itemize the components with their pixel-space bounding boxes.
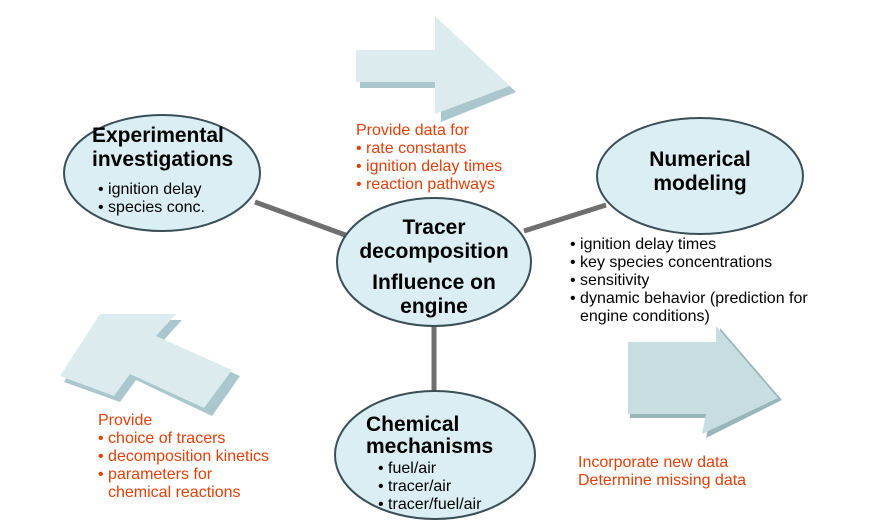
right-note-line: Determine missing data [578,472,747,489]
right-note-line: Incorporate new data [578,454,729,471]
numerical-title: Numerical modeling [632,148,768,196]
list-item: sensitivity [570,272,808,290]
right-note: Incorporate new data Determine missing d… [578,454,746,490]
experimental-title-text: Experimental investigations [92,124,234,171]
chemical-title: Chemical mechanisms [366,414,526,458]
arrow-down-right-icon [628,326,782,438]
list-item: decomposition kinetics [98,448,269,466]
center-title-text: Tracer decomposition [359,216,509,263]
connector-numerical [523,202,607,234]
center-title: Tracer decomposition [337,216,531,264]
ellipse-center [336,197,532,327]
list-item: species conc. [98,199,205,217]
list-item: tracer/fuel/air [378,496,481,514]
top-note: Provide data for rate constants ignition… [356,122,502,194]
left-note: Provide choice of tracers decomposition … [98,412,269,502]
left-note-heading: Provide [98,412,153,429]
arrow-up-left-icon [60,314,240,416]
connector-experimental [254,199,349,239]
left-note-continuation: chemical reactions [108,484,241,501]
list-item: rate constants [356,140,502,158]
chemical-list: fuel/air tracer/air tracer/fuel/air [378,460,481,514]
list-item: dynamic behavior (prediction for [570,290,808,308]
top-note-heading: Provide data for [356,122,469,139]
list-item: reaction pathways [356,176,502,194]
list-item: parameters for [98,466,269,484]
left-note-list: choice of tracers decomposition kinetics… [98,430,269,484]
list-item: fuel/air [378,460,481,478]
top-note-list: rate constants ignition delay times reac… [356,140,502,194]
list-item: ignition delay times [356,158,502,176]
chemical-title-text: Chemical mechanisms [366,413,494,458]
experimental-list: ignition delay species conc. [98,181,205,217]
list-item: tracer/air [378,478,481,496]
list-item: key species concentrations [570,254,808,272]
experimental-title: Experimental investigations [92,124,270,172]
numerical-list: ignition delay times key species concent… [570,236,808,326]
ellipse-numerical [596,117,804,235]
list-item: ignition delay [98,181,205,199]
center-subtitle-text: Influence on engine [372,271,496,318]
list-item: ignition delay times [570,236,808,254]
center-subtitle: Influence on engine [360,271,508,319]
list-item: choice of tracers [98,430,269,448]
numerical-title-text: Numerical modeling [649,148,751,195]
list-item-continuation: engine conditions) [580,308,710,325]
arrow-right-icon [356,16,516,122]
